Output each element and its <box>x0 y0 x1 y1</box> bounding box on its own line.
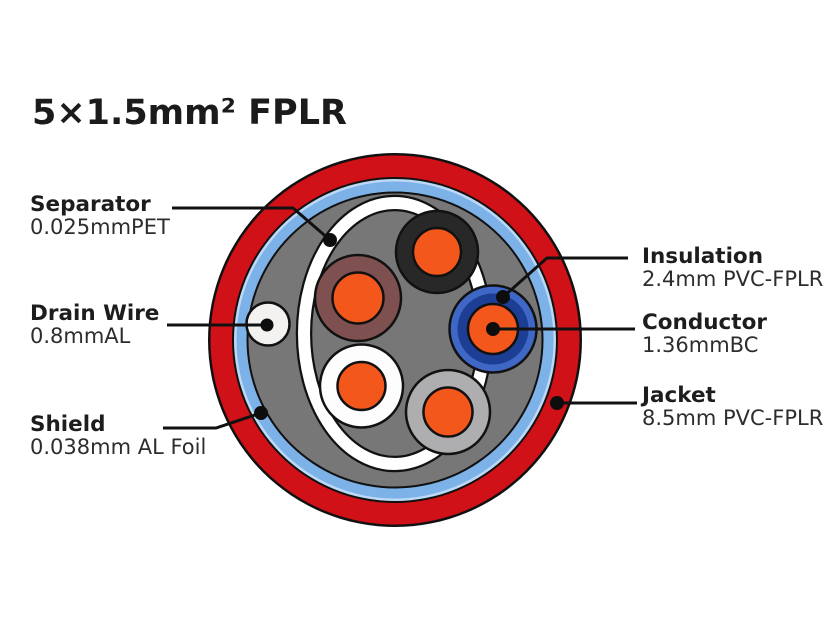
label-shield-name: Shield <box>30 412 106 437</box>
label-insulation-name: Insulation <box>642 244 764 269</box>
label-drain-wire-value: 0.8mmAL <box>30 324 131 348</box>
label-insulation-value: 2.4mm PVC-FPLR <box>642 267 824 291</box>
leader-dot-conductor <box>486 322 500 336</box>
label-insulation: Insulation 2.4mm PVC-FPLR <box>642 245 823 290</box>
label-conductor: Conductor 1.36mmBC <box>642 311 767 356</box>
label-separator: Separator 0.025mmPET <box>30 193 170 238</box>
label-shield: Shield 0.038mm AL Foil <box>30 413 206 458</box>
leader-dot-separator <box>323 233 337 247</box>
label-shield-value: 0.038mm AL Foil <box>30 435 207 459</box>
label-separator-value: 0.025mmPET <box>30 215 170 239</box>
label-conductor-value: 1.36mmBC <box>642 333 759 357</box>
leader-dot-shield <box>254 406 268 420</box>
leader-line-separator <box>172 206 331 242</box>
conductor-core-brown <box>331 271 385 325</box>
label-drain-wire-name: Drain Wire <box>30 301 160 326</box>
leader-line-shield <box>163 411 262 430</box>
page-title: 5×1.5mm² FPLR <box>32 93 347 133</box>
label-conductor-name: Conductor <box>642 310 767 335</box>
leader-dot-jacket <box>550 396 564 410</box>
label-jacket: Jacket 8.5mm PVC-FPLR <box>642 384 823 429</box>
conductor-core-gray <box>422 386 474 438</box>
conductor-core-black <box>411 226 463 278</box>
leader-dot-drain-wire <box>260 318 274 332</box>
leader-dot-insulation <box>496 290 510 304</box>
label-separator-name: Separator <box>30 192 151 217</box>
conductor-core-white <box>336 360 387 412</box>
leader-line-insulation <box>502 256 628 299</box>
label-drain-wire: Drain Wire 0.8mmAL <box>30 302 159 347</box>
label-jacket-value: 8.5mm PVC-FPLR <box>642 406 824 430</box>
label-jacket-name: Jacket <box>642 383 716 408</box>
